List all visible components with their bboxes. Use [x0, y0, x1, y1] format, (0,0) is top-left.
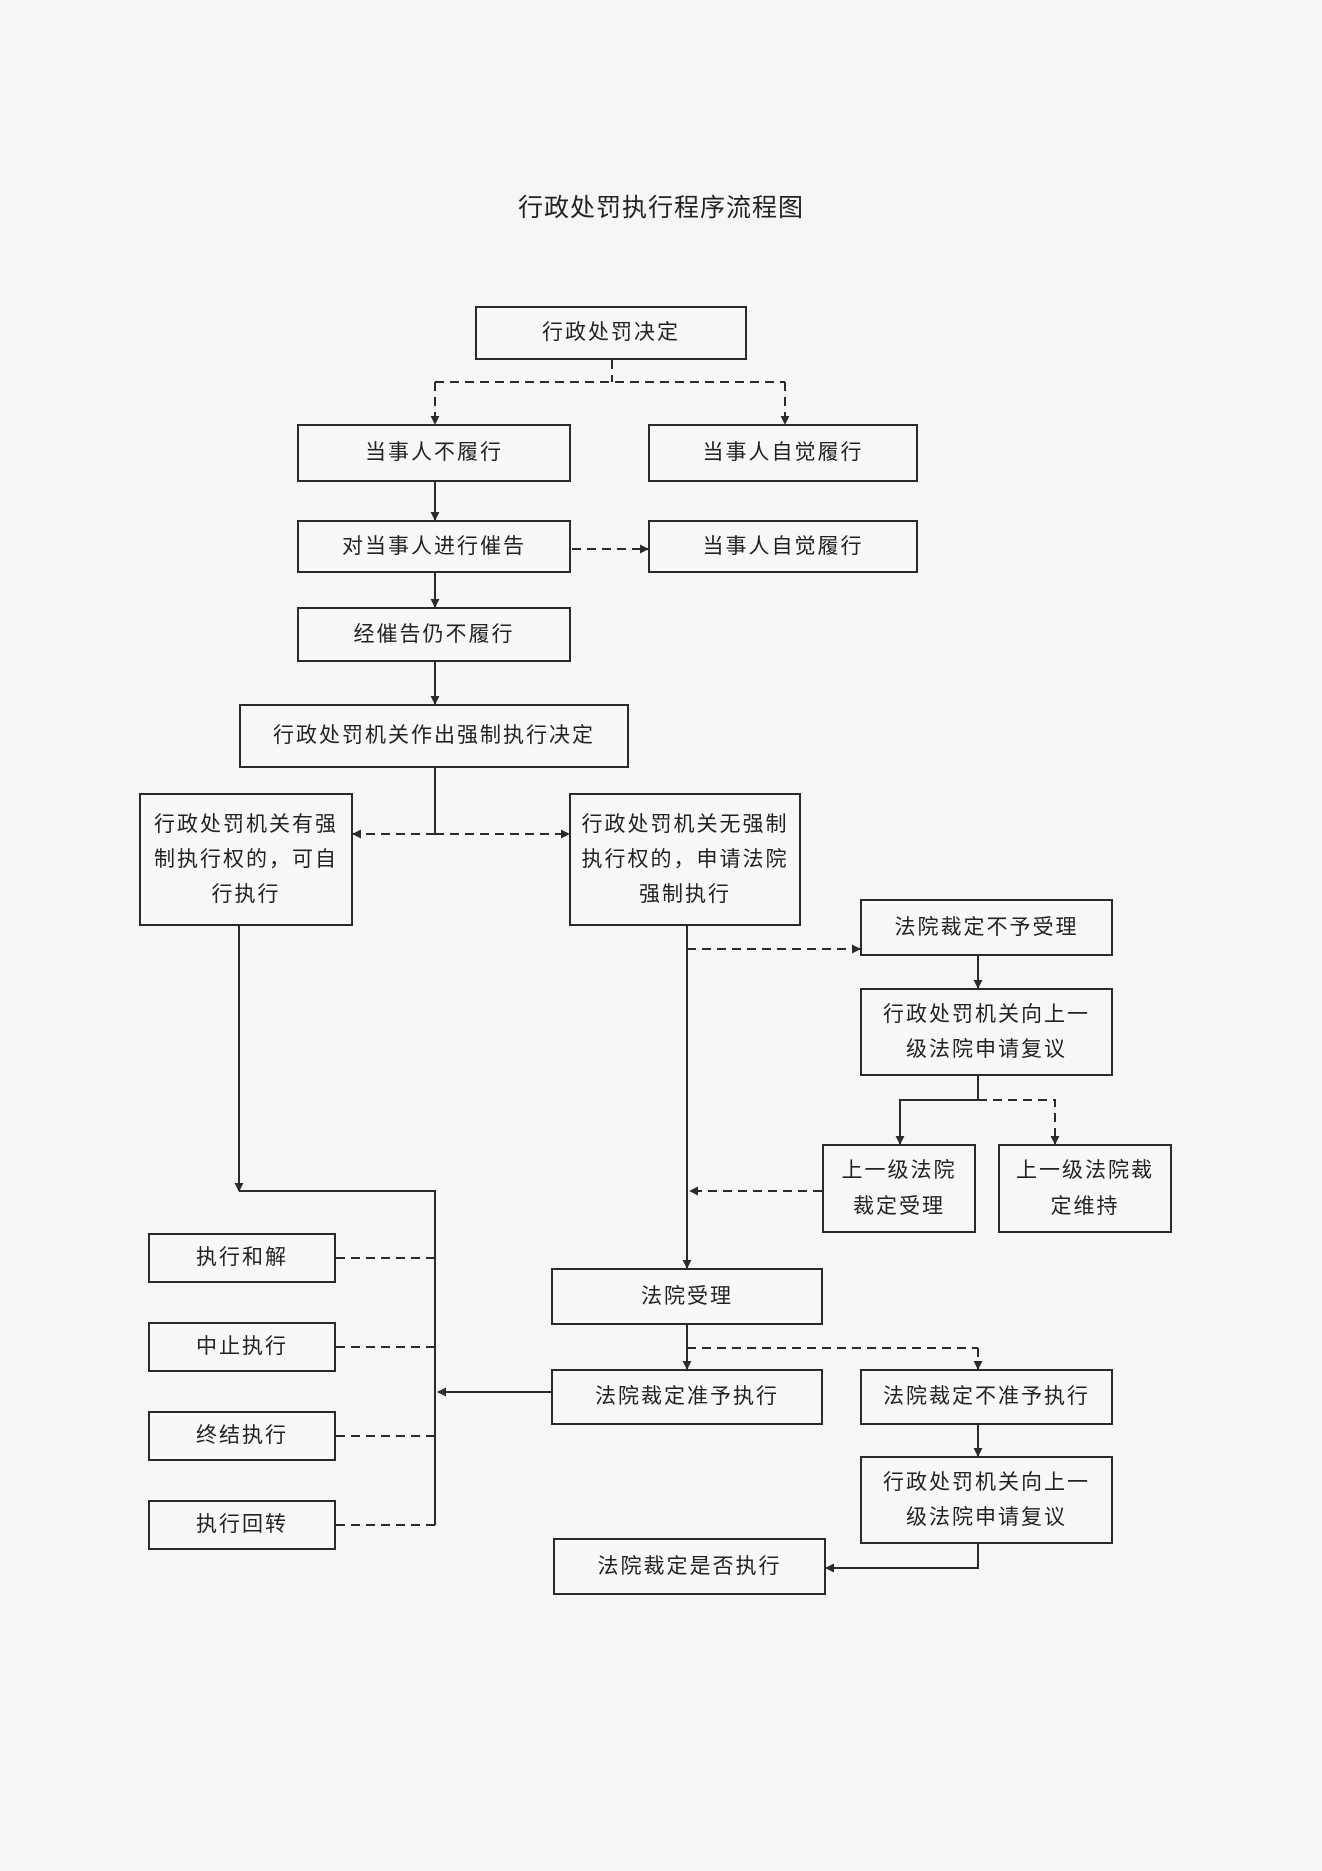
terminate-label: 终结执行	[196, 1423, 288, 1448]
connector-decision-split	[435, 360, 785, 383]
review-label-2: 行政处罚机关向上一级法院申请复议	[883, 1469, 1090, 1529]
court-reject-case-box: 法院裁定不予受理	[860, 899, 1113, 956]
court-whether-label: 法院裁定是否执行	[597, 1553, 782, 1578]
court-allow-label: 法院裁定准予执行	[595, 1384, 779, 1409]
page-title: 行政处罚执行程序流程图	[517, 193, 804, 222]
court-accept-box: 法院受理	[551, 1268, 823, 1325]
higher-accept-label: 上一级法院裁定受理	[841, 1158, 957, 1218]
reverse-label: 执行回转	[196, 1512, 288, 1537]
reconcile-box: 执行和解	[148, 1233, 336, 1283]
enforcement-decision-box: 行政处罚机关作出强制执行决定	[239, 704, 629, 768]
apply-court-box: 行政处罚机关无强制执行权的，申请法院强制执行	[569, 793, 801, 926]
court-reject-case-label: 法院裁定不予受理	[894, 914, 1079, 939]
self-enforce-label: 行政处罚机关有强制执行权的，可自行执行	[154, 811, 338, 907]
terminate-box: 终结执行	[148, 1411, 336, 1461]
bracket-top	[239, 1190, 436, 1525]
connector-court-accept-split	[686, 1325, 978, 1349]
court-accept-label: 法院受理	[641, 1283, 733, 1308]
higher-accept-box: 上一级法院裁定受理	[822, 1144, 976, 1233]
reverse-box: 执行回转	[148, 1500, 336, 1550]
decision-label: 行政处罚决定	[542, 320, 680, 345]
party-not-perform-label: 当事人不履行	[365, 440, 503, 465]
arrow-to-court-whether	[825, 1544, 979, 1573]
court-whether-box: 法院裁定是否执行	[553, 1538, 826, 1595]
party-perform-box-2: 当事人自觉履行	[648, 520, 918, 573]
decision-box: 行政处罚决定	[475, 306, 747, 360]
higher-uphold-box: 上一级法院裁定维持	[998, 1144, 1172, 1233]
court-deny-label: 法院裁定不准予执行	[883, 1384, 1090, 1409]
party-perform-label-1: 当事人自觉履行	[702, 440, 864, 465]
court-allow-box: 法院裁定准予执行	[551, 1369, 823, 1425]
court-deny-box: 法院裁定不准予执行	[860, 1369, 1113, 1425]
review-label-1: 行政处罚机关向上一级法院申请复议	[883, 1001, 1090, 1061]
reconcile-label: 执行和解	[196, 1245, 288, 1270]
still-not-perform-label: 经催告仍不履行	[353, 621, 515, 646]
urge-party-box: 对当事人进行催告	[297, 520, 571, 573]
party-perform-box-1: 当事人自觉履行	[648, 424, 918, 482]
party-not-perform-box: 当事人不履行	[297, 424, 571, 482]
higher-uphold-label: 上一级法院裁定维持	[1016, 1158, 1154, 1218]
party-perform-label-2: 当事人自觉履行	[702, 533, 864, 558]
review-box-2: 行政处罚机关向上一级法院申请复议	[860, 1456, 1113, 1544]
urge-party-label: 对当事人进行催告	[342, 533, 526, 558]
apply-court-label: 行政处罚机关无强制执行权的，申请法院强制执行	[581, 811, 789, 907]
still-not-perform-box: 经催告仍不履行	[297, 607, 571, 662]
suspend-box: 中止执行	[148, 1322, 336, 1372]
review-box-1: 行政处罚机关向上一级法院申请复议	[860, 988, 1113, 1076]
arrow-to-higher-accept	[895, 1099, 978, 1145]
self-enforce-box: 行政处罚机关有强制执行权的，可自行执行	[139, 793, 353, 926]
enforcement-decision-label: 行政处罚机关作出强制执行决定	[273, 723, 595, 748]
suspend-label: 中止执行	[196, 1334, 288, 1359]
arrow-to-higher-uphold	[978, 1099, 1060, 1145]
